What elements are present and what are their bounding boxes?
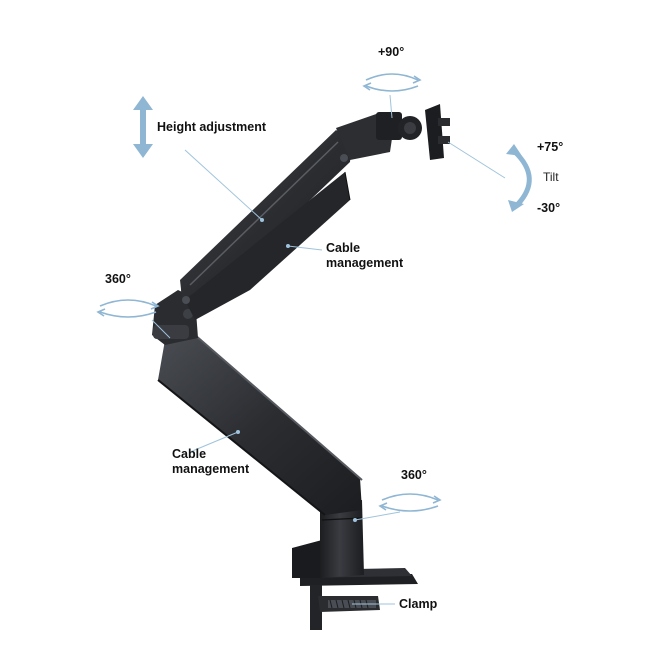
tilt-label: Tilt xyxy=(543,170,559,184)
leader-tilt xyxy=(447,141,506,179)
tilt-arc-arrow-icon xyxy=(506,144,532,212)
cable-upper-line2: management xyxy=(326,256,404,270)
rotate-base-label: 360° xyxy=(401,468,427,482)
leader-lines xyxy=(151,94,506,605)
height-double-arrow-icon xyxy=(133,96,153,158)
leader-swivel-top xyxy=(389,94,393,119)
cable-lower-line1: Cable xyxy=(172,447,207,461)
cable-management-upper-label: Cable management xyxy=(326,241,403,271)
cable-lower-line2: management xyxy=(172,462,250,476)
swivel-top-label: +90° xyxy=(378,45,405,59)
cable-upper-line1: Cable xyxy=(326,241,361,255)
leader-height xyxy=(184,149,263,221)
lower-arm xyxy=(157,334,363,516)
rotate-left-label: 360° xyxy=(105,272,131,286)
cable-management-lower-label: Cable management xyxy=(172,447,249,477)
tilt-down-label: -30° xyxy=(537,201,561,215)
rotation-ellipse-icon xyxy=(96,73,442,512)
leader-cable-upper xyxy=(287,245,323,251)
leader-rotate-left xyxy=(151,319,171,339)
upper-arm xyxy=(180,130,352,320)
monitor-head xyxy=(336,104,450,160)
tilt-up-label: +75° xyxy=(537,140,564,154)
height-adjustment-label: Height adjustment xyxy=(157,120,267,134)
leader-rotate-base xyxy=(354,511,401,521)
leader-cable-lower xyxy=(189,431,239,453)
clamp-label: Clamp xyxy=(399,597,438,611)
